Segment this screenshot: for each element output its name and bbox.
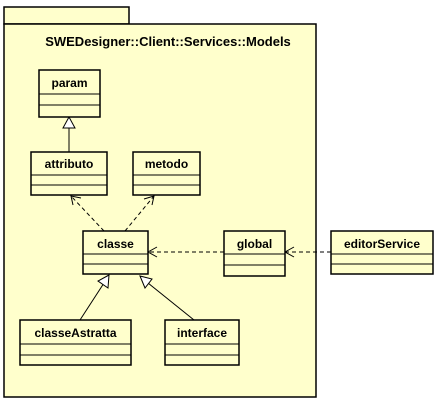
class-name: global — [237, 237, 272, 251]
class-name: editorService — [344, 237, 420, 251]
class-param[interactable]: param — [38, 69, 101, 118]
class-name: metodo — [145, 157, 188, 171]
package-tab — [3, 6, 130, 25]
edge-classe-attributo — [70, 195, 105, 232]
class-editorservice[interactable]: editorService — [330, 230, 434, 275]
relationships — [62, 115, 331, 321]
generalization-arrowhead — [139, 275, 153, 289]
class-interface[interactable]: interface — [164, 319, 240, 366]
class-metodo[interactable]: metodo — [132, 151, 201, 196]
dependency-arrowhead — [70, 195, 82, 206]
edge-interface-classe — [147, 282, 195, 321]
edge-classe-metodo — [124, 195, 155, 232]
class-name: classeAstratta — [34, 326, 116, 340]
dependency-arrowhead — [143, 195, 155, 206]
generalization-arrowhead — [97, 274, 110, 289]
class-classe[interactable]: classe — [82, 230, 149, 275]
class-name: interface — [177, 326, 227, 340]
class-classeastratta[interactable]: classeAstratta — [19, 319, 132, 366]
class-attributo[interactable]: attributo — [30, 151, 108, 196]
generalization-arrowhead — [62, 115, 76, 129]
package-title: SWEDesigner::Client::Services::Models — [45, 34, 291, 49]
class-name: param — [51, 76, 87, 90]
class-name: classe — [97, 237, 134, 251]
class-name: attributo — [45, 157, 94, 171]
edge-classeastratta-classe — [79, 282, 105, 321]
class-global[interactable]: global — [223, 230, 286, 277]
